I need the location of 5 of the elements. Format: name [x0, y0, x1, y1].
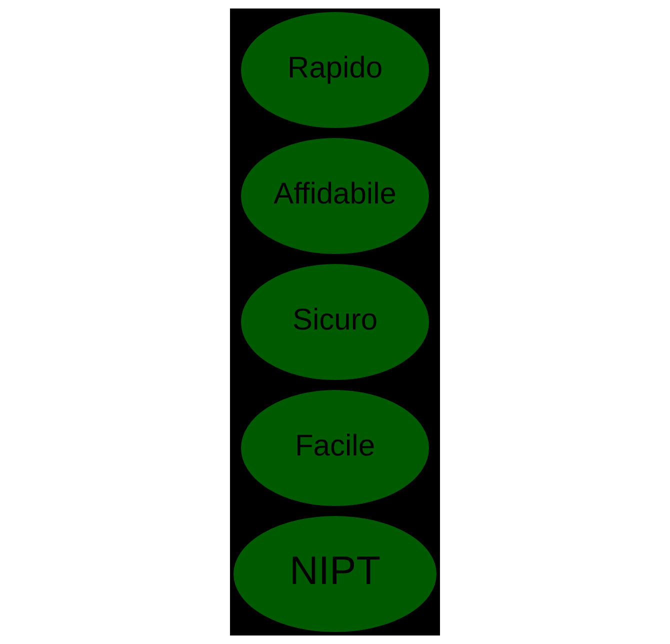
node-ellipse: Rapido [241, 12, 429, 128]
node-ellipse: NIPT [234, 516, 436, 632]
node-ellipse: Sicuro [241, 264, 429, 380]
node-ellipse: Affidabile [241, 138, 429, 254]
node-ellipse: Facile [241, 390, 429, 506]
